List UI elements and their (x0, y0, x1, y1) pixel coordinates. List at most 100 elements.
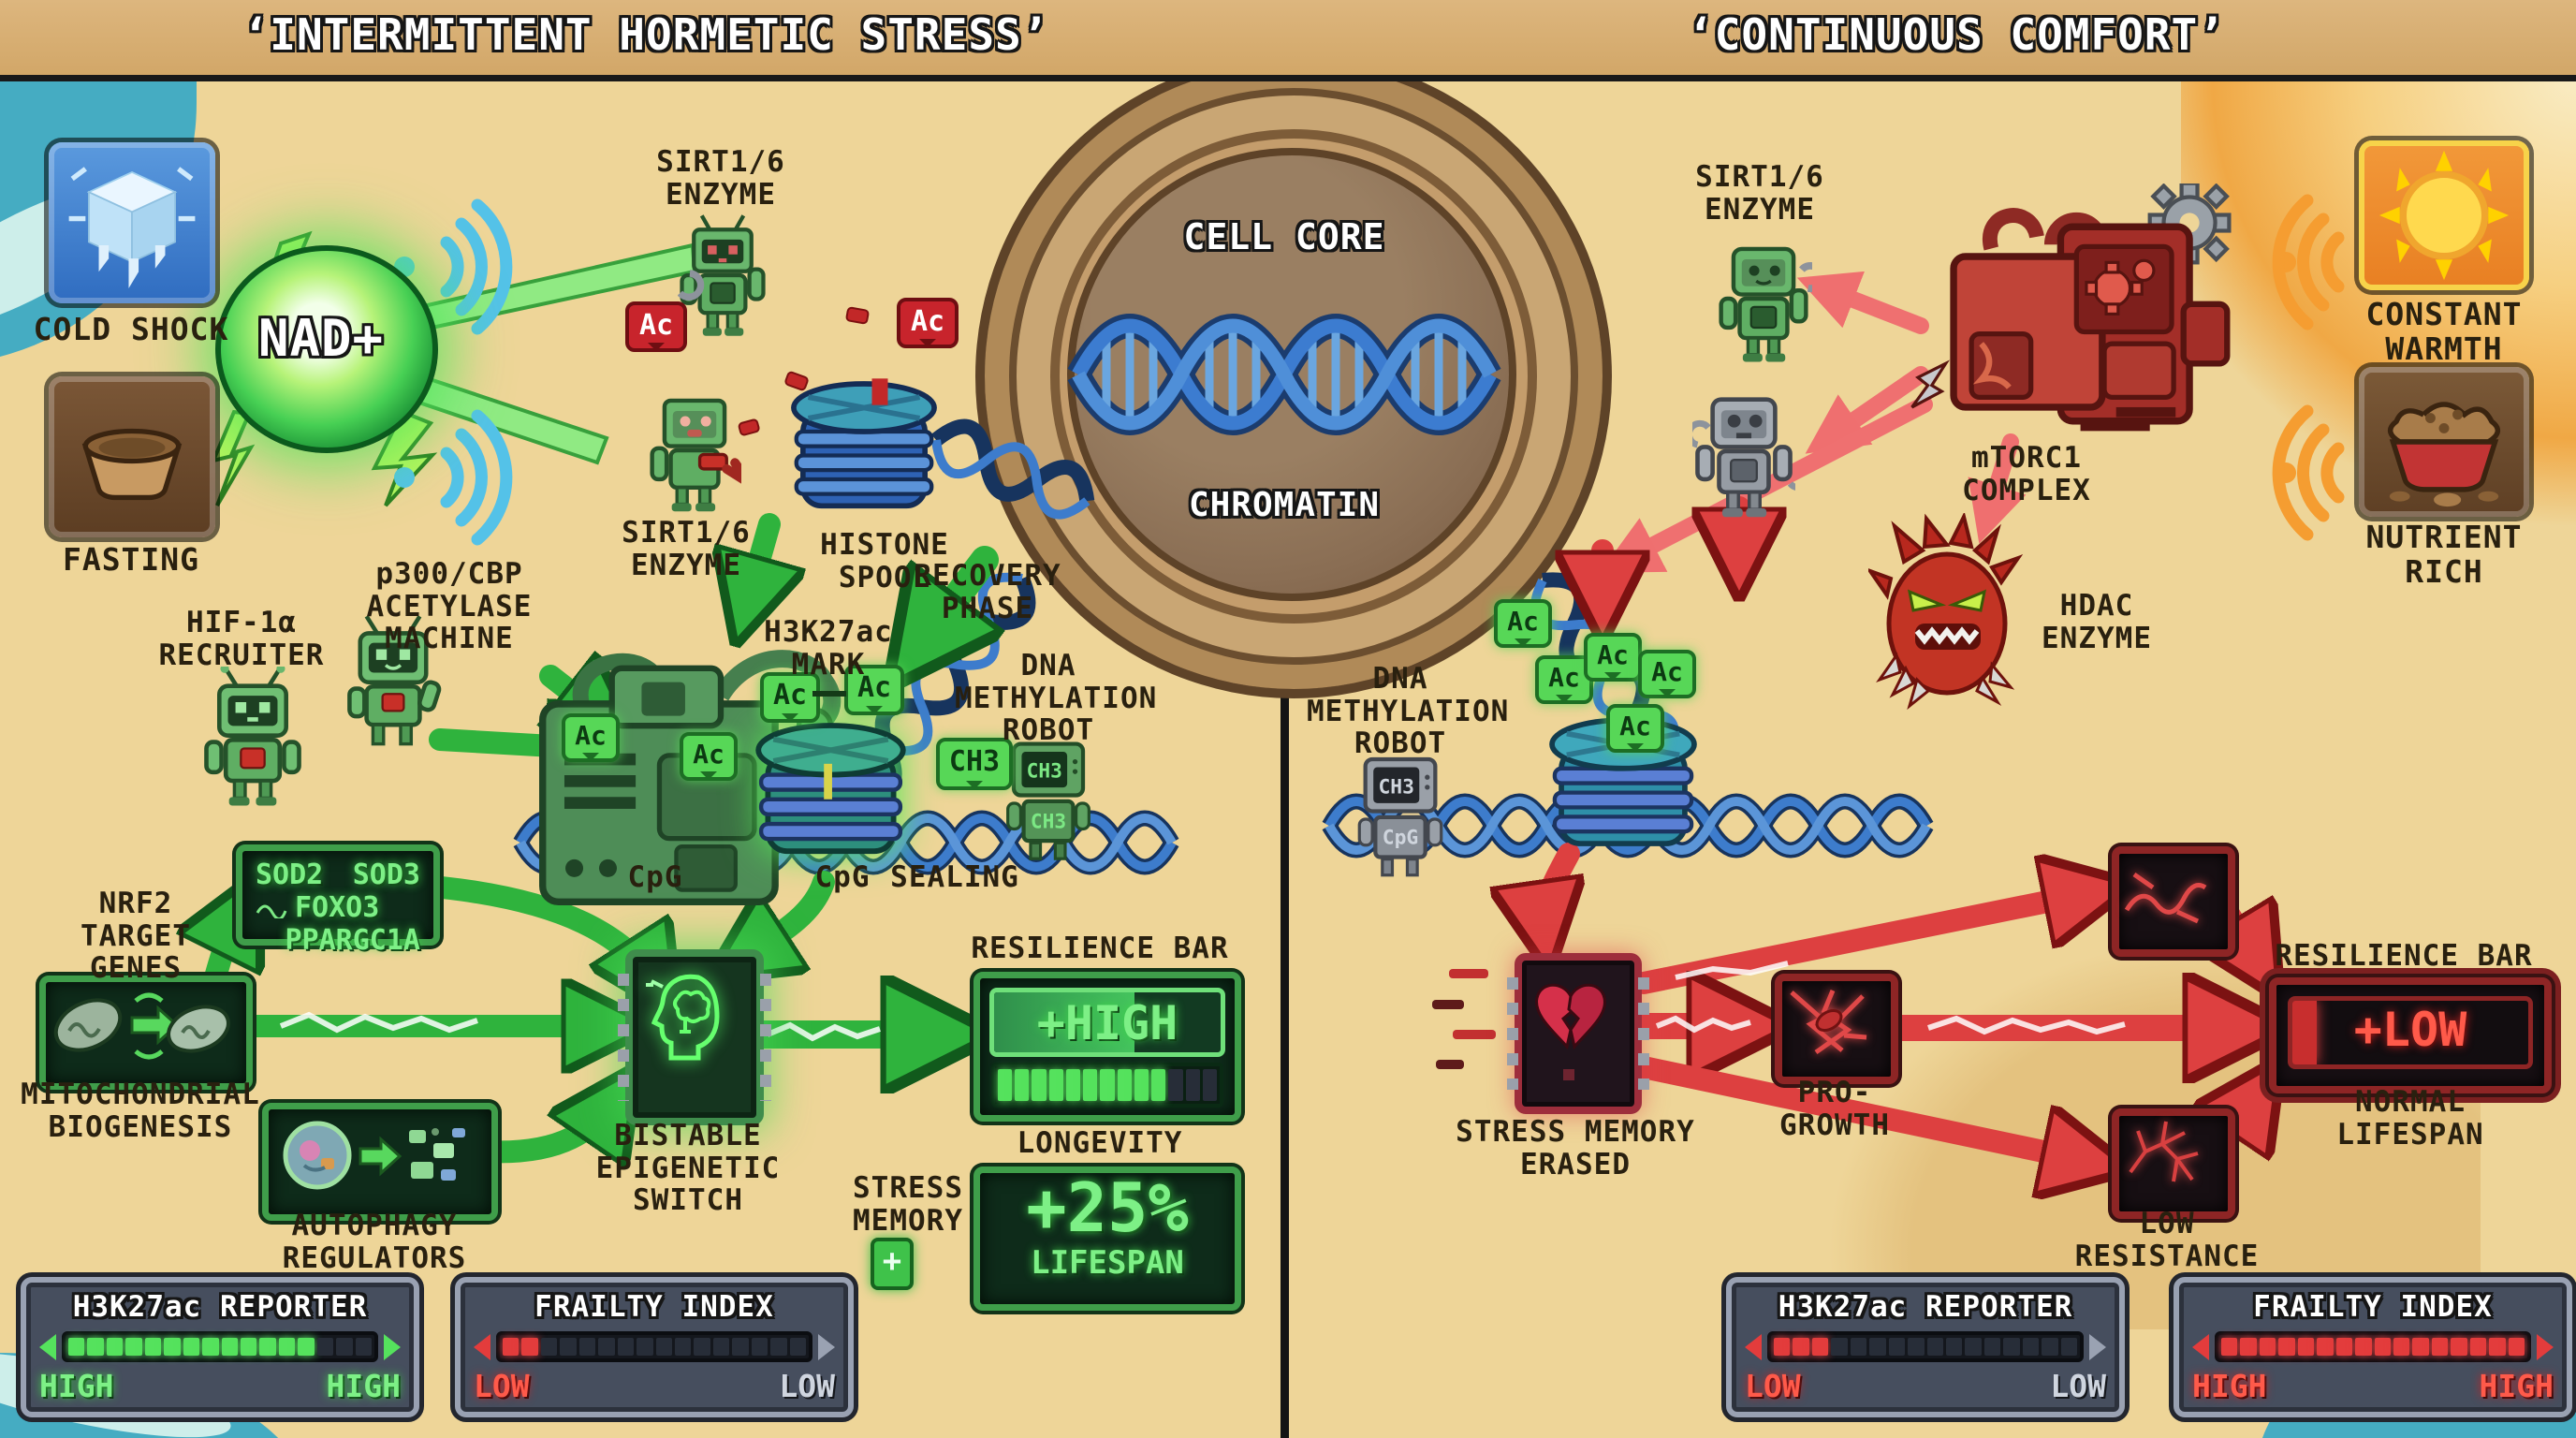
ac-text: Ac (575, 720, 607, 751)
meter-segment (2489, 1338, 2506, 1356)
hif-robot (204, 667, 301, 806)
meter-segment (298, 1338, 315, 1356)
ac-text: Ac (910, 305, 945, 338)
gauge-left-label: LOW (474, 1368, 530, 1404)
meter-segment (2003, 1338, 2020, 1356)
meter-segment (1032, 1069, 1046, 1101)
meter-segment (2431, 1338, 2449, 1356)
h3k27ac-spool (755, 723, 906, 855)
meter-segment (1811, 1338, 1829, 1356)
red-dna-streak-glyph (2124, 872, 2207, 924)
brain-head-glyph (646, 974, 720, 1061)
stress-memory-token: + (871, 1238, 914, 1290)
mitochondria-glyph (53, 992, 230, 1060)
gene-row-2: FOXO3 (256, 891, 420, 924)
gauge-h3k27ac-right: H3K27ac REPORTER LOW LOW (1726, 1277, 2125, 1417)
gene-ppargc1a: PPARGC1A (285, 924, 421, 957)
meter-segment (1083, 1069, 1098, 1101)
meter-segment (1831, 1338, 1848, 1356)
meter-segment (1117, 1069, 1132, 1101)
erase-dashes (1432, 969, 1496, 1069)
meter-segment (68, 1338, 85, 1356)
ac-bubble-red-2: Ac (897, 298, 959, 348)
ac-link-line (812, 691, 846, 697)
meter-segment (1202, 1069, 1218, 1101)
normal-lifespan-label: NORMAL LIFESPAN (2336, 1085, 2484, 1152)
meter-segment (712, 1338, 730, 1356)
gauge-right-label: LOW (779, 1368, 835, 1404)
meter-segment (1015, 1069, 1030, 1101)
gene-row-1: SOD2 SOD3 (256, 858, 420, 891)
meter-segment (1793, 1338, 1809, 1356)
robot-head-screen-text: CH3 (1027, 759, 1062, 783)
gauge-left-label: HIGH (39, 1368, 114, 1404)
meter-segment (560, 1338, 577, 1356)
mtorc1-machine (1910, 183, 2232, 432)
meter-segment (183, 1338, 200, 1356)
meter-segment (2278, 1338, 2295, 1356)
left-arrow-icon (2192, 1333, 2209, 1360)
meter-segment (1888, 1338, 1906, 1356)
gauge-labels: LOW LOW (474, 1368, 835, 1404)
meter-segment (751, 1338, 768, 1356)
low-resistance-label: LOW RESISTANCE (2074, 1207, 2260, 1273)
cold-shock-label: COLD SHOCK (33, 311, 229, 347)
meter-segment (2259, 1338, 2276, 1356)
header-band (0, 0, 2576, 81)
resilience-value-right: +LOW (2353, 1003, 2467, 1057)
meter-segment (316, 1338, 334, 1356)
h3k27ac-label: H3K27ac MARK (764, 615, 893, 682)
unsealed-panel (2112, 846, 2235, 957)
gauge-h3k27ac-left: H3K27ac REPORTER HIGH HIGH (21, 1277, 419, 1417)
gauge-labels: HIGH HIGH (2192, 1368, 2554, 1404)
constant-warmth-label: CONSTANT WARMTH (2365, 296, 2523, 367)
gauge-labels: LOW LOW (1745, 1368, 2106, 1404)
gauge-track (1767, 1331, 2084, 1362)
meter-segment (2412, 1338, 2429, 1356)
broken-heart-icon (1535, 983, 1606, 1080)
gauge-title: H3K27ac REPORTER (72, 1290, 368, 1324)
recovery-phase-label: RECOVERY PHASE (914, 559, 1061, 625)
meter-segment (1850, 1338, 1867, 1356)
constant-warmth-icon (2359, 140, 2529, 290)
gauge-meter (39, 1331, 401, 1362)
sirt-bottom-label: SIRT1/6 ENZYME (622, 516, 751, 582)
resilience-display: +HIGH (989, 988, 1225, 1057)
dna-meth-left-label: DNA METHYLATION ROBOT (955, 649, 1158, 748)
ac-text: Ac (1651, 656, 1683, 687)
ac-text: Ac (693, 739, 724, 770)
robot-body-screen-text: CpG (1383, 827, 1419, 850)
gauge-track (496, 1331, 812, 1362)
pro-growth-label: PRO-GROWTH (1779, 1076, 1890, 1142)
left-arrow-icon (39, 1333, 56, 1360)
gauge-left-label: HIGH (2192, 1368, 2267, 1404)
meter-segment (2335, 1338, 2353, 1356)
dna-meth-right-label: DNA METHYLATION ROBOT (1307, 662, 1510, 761)
robot-head-screen-text: CH3 (1378, 775, 1414, 799)
ac-float-5: Ac (1606, 704, 1664, 753)
dna-mini-icon (256, 904, 287, 918)
p300-label: p300/CBP ACETYLASE MACHINE (366, 557, 533, 656)
meter-segment (1983, 1338, 2001, 1356)
gene-sod3: SOD3 (352, 858, 420, 891)
gauge-meter (474, 1331, 835, 1362)
stress-erased-label: STRESS MEMORY ERASED (1456, 1115, 1695, 1181)
longevity-value: +25% (1026, 1168, 1189, 1247)
meter-segment (1134, 1069, 1149, 1101)
gauge-meter (1745, 1331, 2106, 1362)
sun-glyph (2378, 150, 2510, 281)
right-arrow-icon (384, 1333, 401, 1360)
ac-text: Ac (638, 309, 674, 342)
ac-text: Ac (772, 679, 808, 712)
sirt-top-label: SIRT1/6 ENZYME (656, 145, 785, 212)
meter-segment (2374, 1338, 2391, 1356)
meter-segment (732, 1338, 749, 1356)
chromatin-label: CHROMATIN (1188, 486, 1381, 524)
red-crackle-glyph (2129, 1121, 2199, 1182)
ac-text: Ac (1507, 606, 1539, 637)
meter-segment (1151, 1069, 1166, 1101)
gray-robot-right (1692, 397, 1795, 518)
meter-segment (2240, 1338, 2257, 1356)
meter-segment (1774, 1338, 1791, 1356)
ch3-text: CH3 (948, 745, 1001, 778)
